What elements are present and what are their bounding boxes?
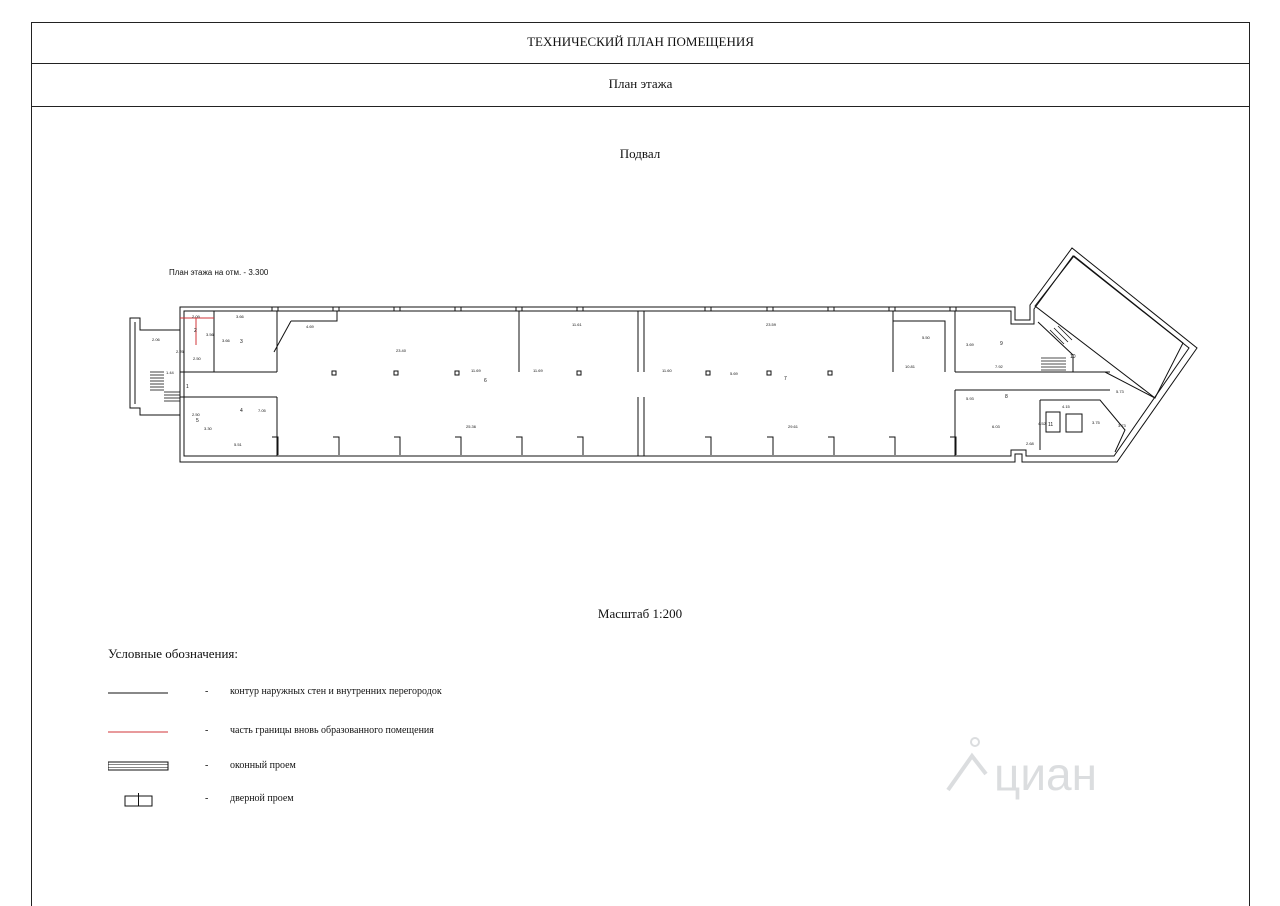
room-label: 8 [1005,394,1008,400]
plan-caption: План этажа на отм. - 3.300 [169,268,269,277]
dimension: 23.59 [766,322,777,327]
document-subtitle: План этажа [32,63,1249,107]
floor-title: Подвал [619,146,661,161]
room-label: 1 [186,384,189,390]
room-label: 4 [240,408,243,414]
red-line-symbol [108,731,168,733]
dimension: 23.40 [396,348,407,353]
dimension: 2.06 [152,337,161,342]
dimension: 3.56 [206,332,215,337]
outer-wall [179,247,1198,463]
room-label: 9 [1000,341,1003,347]
dimension: 5.69 [730,371,739,376]
room-label: 5 [196,418,199,424]
dimension: 5.73 [1116,389,1125,394]
room-label: 6 [484,378,487,384]
columns [331,370,833,376]
dimension: 5.50 [922,335,931,340]
dimension: 4.52 [1038,421,1047,426]
dimension: 2.68 [1026,441,1035,446]
wall-line-symbol [108,692,168,694]
window-symbol [108,761,169,771]
left-annex [129,317,180,416]
dimension: 25.36 [466,424,477,429]
scale-label: Масштаб 1:200 [597,606,683,621]
bottom-piers [272,436,957,455]
new-boundary [180,317,214,345]
legend-text: дверной проем [230,793,294,804]
watermark-logo: циан [946,737,1097,800]
dimension: 2.50 [192,412,201,417]
watermark-text: циан [994,748,1097,800]
dimension: 29.61 [788,424,799,429]
room-label: 7 [784,376,787,382]
dimension: 11.69 [471,368,481,373]
room-label: 3 [240,339,243,345]
legend-title: Условные обозначения: [108,646,239,661]
dimension: 5.51 [234,442,243,447]
room-label: 10 [1070,354,1076,360]
document-sheet: ТЕХНИЧЕСКИЙ ПЛАН ПОМЕЩЕНИЯ План этажа [31,22,1250,906]
dimension: 3.66 [236,314,245,319]
dimension: 1.44 [166,370,175,375]
room-label: 11 [1048,422,1053,428]
dimension: 2.09 [192,314,201,319]
dimension: 2.50 [193,356,202,361]
dimension: 4.15 [1062,404,1071,409]
dimension: 11.60 [662,368,672,373]
dimension: 3.75 [1092,420,1101,425]
legend-text: часть границы вновь образованного помеще… [230,725,434,736]
document-title: ТЕХНИЧЕСКИЙ ПЛАН ПОМЕЩЕНИЯ [32,23,1249,64]
door-symbol [124,793,153,807]
dimension: 10.81 [905,364,916,369]
room-label: 2 [194,328,197,334]
dimension: 2.25 [176,349,185,354]
window-markers [271,306,957,312]
dimension: 3.30 [204,426,213,431]
legend-text: оконный проем [230,760,296,771]
legend-text: контур наружных стен и внутренних перего… [230,686,442,697]
dimension: 7.05 [258,408,267,413]
outer-wall-inner [183,255,1190,457]
dimension: 6.03 [992,424,1001,429]
dimension: 3.66 [222,338,231,343]
dimension: 11.69 [533,368,543,373]
dimension: 7.92 [995,364,1004,369]
dimension: 3.73 [1118,423,1127,428]
dimension: 11.61 [572,322,582,327]
dimension: 3.69 [966,342,975,347]
dimension: 5.93 [966,396,975,401]
dimension: 4.69 [306,324,315,329]
